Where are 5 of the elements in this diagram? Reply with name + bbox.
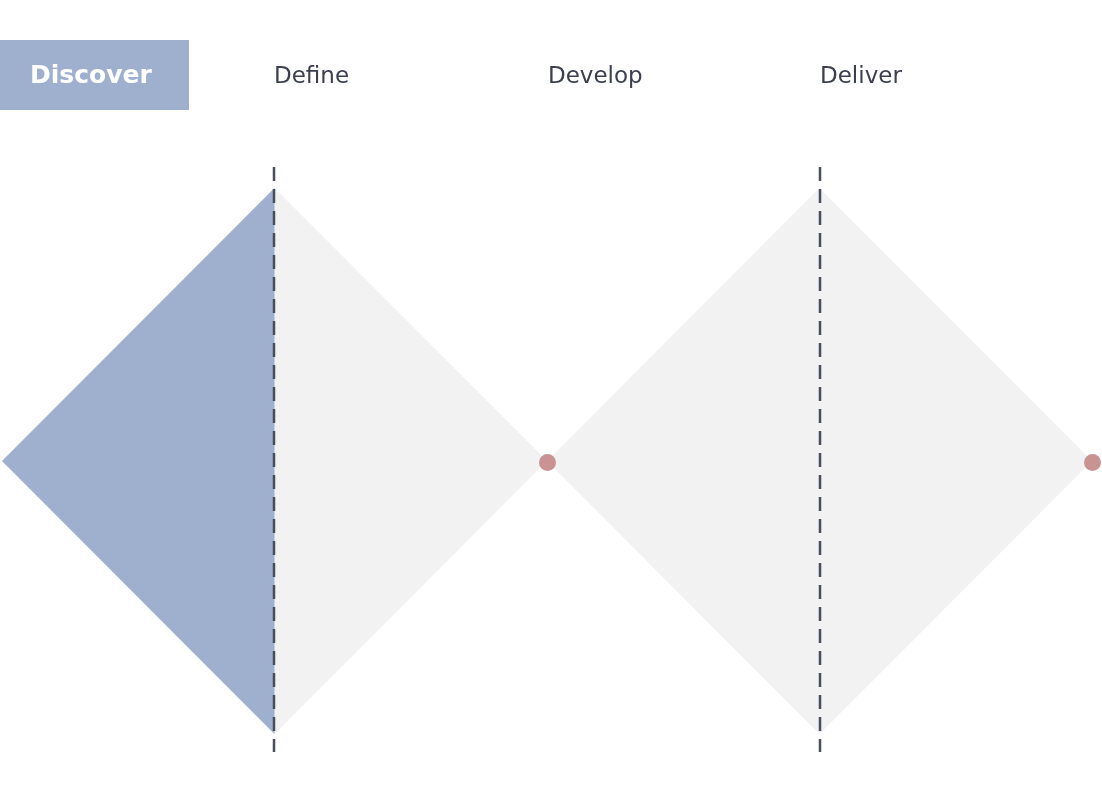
phase-tab (0, 40, 189, 110)
phase-label: Develop (548, 62, 643, 90)
phase-label: Deliver (820, 62, 902, 90)
phase-label: Define (274, 62, 350, 90)
phase-label: Discover (30, 60, 152, 90)
